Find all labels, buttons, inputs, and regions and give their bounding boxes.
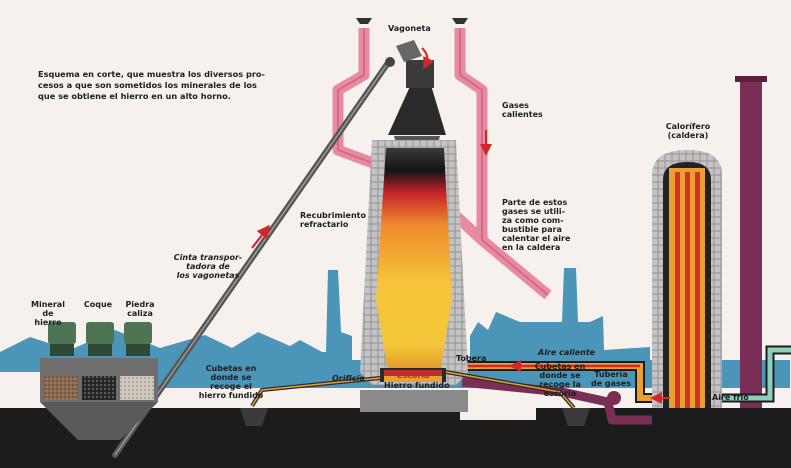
gas-pipe-to-boiler (461, 377, 652, 425)
furnace-top (388, 40, 446, 150)
blast-furnace (360, 140, 468, 412)
label-mineral-de-hierro: Mineral de hierro (31, 300, 65, 327)
label-cubetas-escoria: Cubetas en donde se recoge la escoria (534, 362, 586, 398)
slag-ladle (562, 408, 590, 426)
label-recubrimiento-refractario: Recubrimiento refractario (300, 211, 366, 229)
label-tuberia-gases: Tubería de gases (590, 370, 631, 388)
boiler-chimney (740, 78, 762, 428)
label-hierro-fundido: Hierro fundido (384, 381, 450, 390)
label-parte-gases: Parte de estos gases se utili- za como c… (502, 198, 571, 252)
pipe-caps (356, 18, 468, 24)
label-aire-caliente: Aire caliente (538, 348, 596, 357)
label-piedra-caliza: Piedra caliza (125, 300, 155, 318)
label-escoria: Escoria (397, 371, 430, 380)
vagoneta-arrow (421, 47, 435, 70)
iron-ladle (240, 408, 268, 426)
label-vagoneta: Vagoneta (388, 24, 431, 33)
skyline-silhouette-right (470, 268, 650, 372)
conveyor-pulley (385, 57, 395, 67)
label-cinta-transportadora: Cinta transpor- tadora de los vagonetas (173, 253, 243, 280)
label-aire-frio: Aire frío (712, 393, 749, 402)
ore-hoppers (48, 322, 152, 356)
chimney-cap (735, 76, 767, 82)
hot-gas-pipes-outline (337, 28, 549, 296)
label-gases-calientes: Gases calientes (502, 101, 543, 119)
raw-material-bins (40, 358, 158, 440)
diagram-caption: Esquema en corte, que muestra los divers… (38, 69, 265, 101)
label-calorifero: Calorífero (caldera) (665, 122, 711, 140)
calorifero-caldera (652, 150, 722, 425)
conveyor-arrow (251, 224, 271, 249)
ground-platform-right (536, 408, 791, 422)
label-tobera: Tobera (456, 354, 487, 363)
label-coque: Coque (83, 300, 113, 309)
label-orificio: Orificio (332, 374, 365, 383)
label-cubetas-hierro: Cubetas en donde se recoge el hierro fun… (198, 364, 264, 400)
